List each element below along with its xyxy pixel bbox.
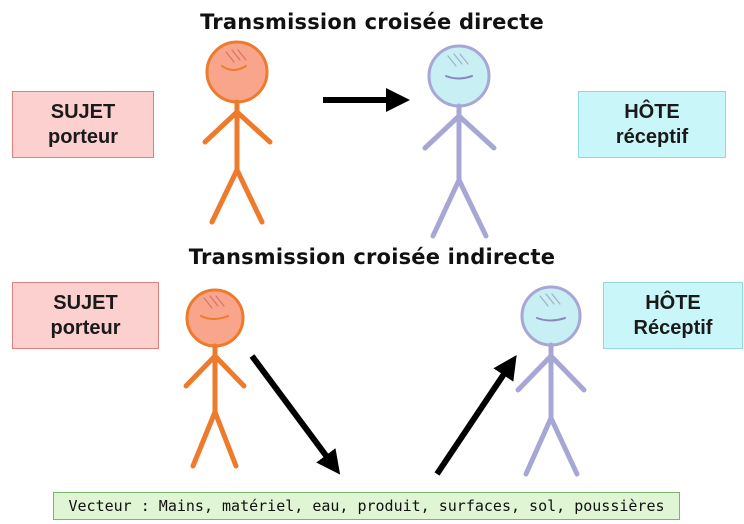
- carrier-subject-sublabel: porteur: [50, 316, 121, 339]
- receptive-host-box-direct: HÔTE réceptif: [578, 91, 726, 158]
- vector-box: Vecteur : Mains, matériel, eau, produit,…: [53, 492, 680, 520]
- host-sublabel: Réceptif: [633, 316, 713, 339]
- carrier-subject-label: SUJET: [50, 100, 116, 123]
- indirect-arrow-to-host: [434, 355, 517, 476]
- host-figure-indirect: [515, 285, 587, 477]
- carrier-subject-box-direct: SUJET porteur: [12, 91, 154, 158]
- carrier-subject-box-indirect: SUJET porteur: [12, 282, 159, 349]
- carrier-subject-label: SUJET: [53, 291, 118, 314]
- receptive-host-box-indirect: HÔTE Réceptif: [603, 282, 743, 349]
- indirect-arrow-to-vector: [249, 354, 341, 475]
- title-direct-transmission: Transmission croisée directe: [200, 10, 544, 34]
- host-sublabel: réceptif: [615, 125, 689, 148]
- carrier-figure-direct: [202, 40, 273, 225]
- carrier-figure-indirect: [183, 288, 247, 469]
- carrier-subject-sublabel: porteur: [48, 125, 118, 148]
- host-label: HÔTE: [624, 100, 680, 123]
- host-figure-direct: [422, 44, 497, 239]
- title-indirect-transmission: Transmission croisée indirecte: [188, 245, 556, 269]
- host-label: HÔTE: [645, 291, 701, 314]
